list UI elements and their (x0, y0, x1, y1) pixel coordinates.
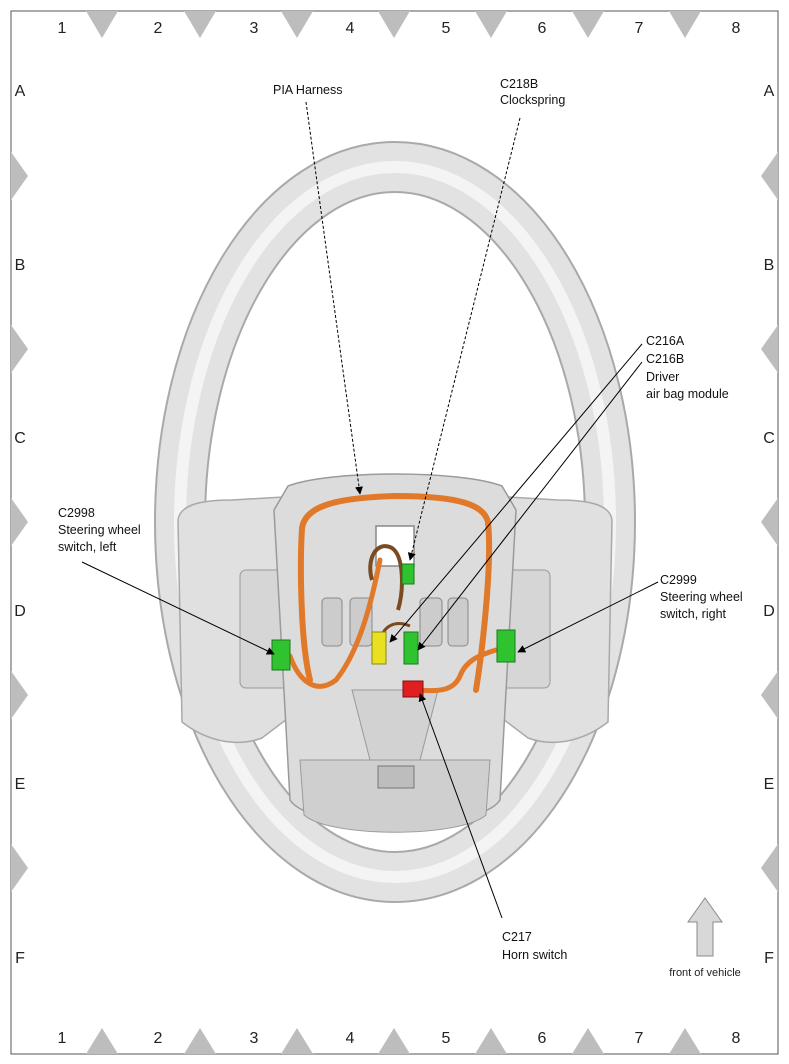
label-c2999-line2: switch, right (660, 607, 727, 621)
label-c216b-code: C216B (646, 352, 684, 366)
col-label: 4 (346, 20, 355, 37)
column-labels-bottom: 1 2 3 4 5 6 7 8 (58, 1030, 741, 1047)
col-label: 1 (58, 20, 67, 37)
c217-connector (402, 680, 424, 698)
column-labels-top: 1 2 3 4 5 6 7 8 (58, 20, 741, 37)
label-pia-harness: PIA Harness (273, 83, 342, 97)
label-c218b-name: Clockspring (500, 93, 565, 107)
label-c2999-line1: Steering wheel (660, 590, 743, 604)
col-label: 7 (635, 20, 644, 37)
label-c217-name: Horn switch (502, 948, 567, 962)
row-label: C (14, 430, 26, 447)
label-c216a-code: C216A (646, 334, 685, 348)
row-label: A (764, 83, 775, 100)
col-label: 1 (58, 1030, 67, 1047)
leader-pia-harness (305, 101, 363, 495)
pia-harness-left-branch (287, 557, 383, 689)
leader-c216a (389, 343, 643, 643)
front-of-vehicle-label: front of vehicle (669, 967, 741, 979)
col-label: 5 (442, 20, 451, 37)
col-label: 6 (538, 20, 547, 37)
row-label: B (15, 257, 26, 274)
leader-c2998 (81, 561, 275, 655)
col-label: 2 (154, 20, 163, 37)
left-grid-markers (11, 152, 28, 892)
label-c2998-code: C2998 (58, 506, 95, 520)
label-c2998-line2: switch, left (58, 540, 117, 554)
right-grid-markers (761, 152, 778, 892)
row-label: E (764, 776, 775, 793)
row-label: E (15, 776, 26, 793)
callouts: PIA Harness C218B Clockspring C216A C216… (58, 77, 743, 962)
top-grid-markers (86, 11, 701, 38)
hub-bottom-clip (377, 765, 415, 789)
col-label: 3 (250, 1030, 259, 1047)
row-label: D (763, 603, 775, 620)
row-label: D (14, 603, 26, 620)
hub-slot-right (447, 597, 469, 647)
label-c218b-code: C218B (500, 77, 538, 91)
hub-bottom (299, 759, 491, 833)
leader-lines (81, 101, 659, 919)
col-label: 8 (732, 20, 741, 37)
hub-slot-left (321, 597, 343, 647)
c216a-connector (371, 631, 387, 665)
label-c216b-line2: air bag module (646, 387, 729, 401)
label-c216b-line1: Driver (646, 370, 679, 384)
pia-harness-right-branch (417, 647, 499, 694)
col-label: 8 (732, 1030, 741, 1047)
leader-c216b (417, 361, 643, 651)
col-label: 2 (154, 1030, 163, 1047)
c216b-connector (403, 631, 419, 665)
row-label: F (764, 950, 774, 967)
steering-wheel (154, 141, 636, 903)
leader-c217 (418, 693, 503, 919)
leader-c2999 (517, 581, 659, 653)
label-c2998-line1: Steering wheel (58, 523, 141, 537)
c2998-connector (271, 639, 291, 671)
col-label: 3 (250, 20, 259, 37)
col-label: 5 (442, 1030, 451, 1047)
col-label: 4 (346, 1030, 355, 1047)
row-label: F (15, 950, 25, 967)
c2999-connector (496, 629, 516, 663)
front-of-vehicle-indicator: front of vehicle (669, 897, 741, 979)
leader-c218b (407, 117, 521, 561)
row-label: C (763, 430, 775, 447)
row-labels-right: A B C D E F (763, 83, 775, 967)
row-label: B (764, 257, 775, 274)
clockspring-lead (368, 544, 404, 611)
row-label: A (15, 83, 26, 100)
row-labels-left: A B C D E F (14, 83, 26, 967)
label-c217-code: C217 (502, 930, 532, 944)
col-label: 6 (538, 1030, 547, 1047)
hub-slot-right-inner (419, 597, 443, 647)
pia-harness-wire (297, 492, 493, 693)
label-c2999-code: C2999 (660, 573, 697, 587)
bottom-grid-markers (86, 1028, 701, 1054)
col-label: 7 (635, 1030, 644, 1047)
c218b-connector (401, 563, 415, 585)
front-arrow-icon (687, 897, 723, 957)
